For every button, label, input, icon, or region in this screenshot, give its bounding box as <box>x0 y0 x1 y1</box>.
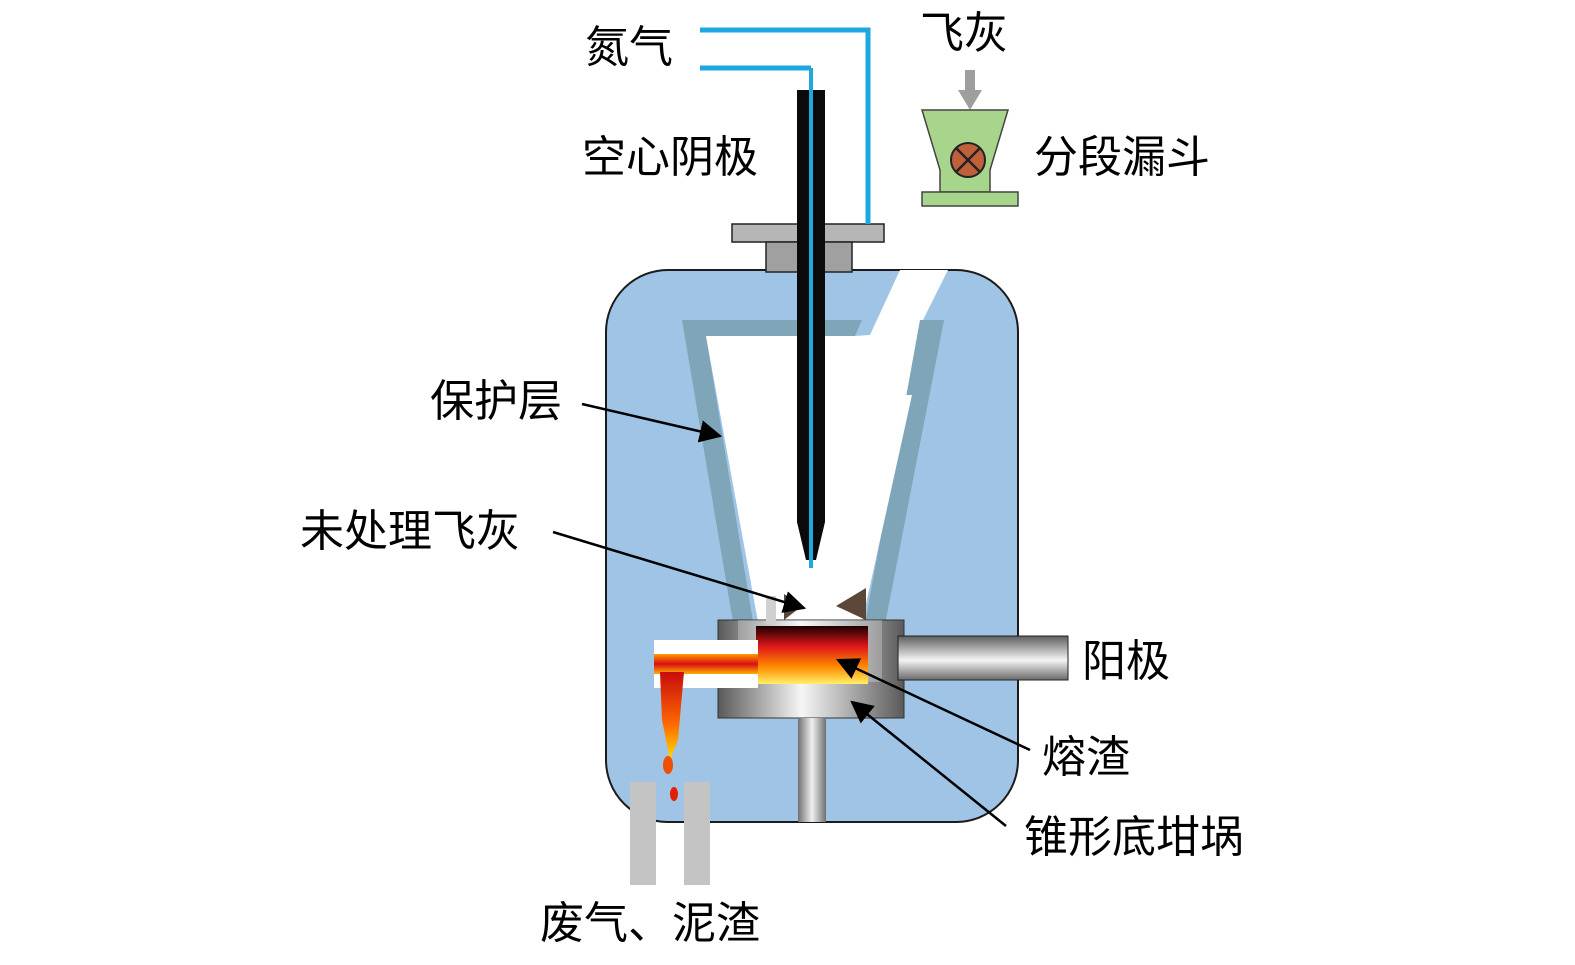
valve-cross-icon <box>950 142 986 178</box>
exhaust-pipe-left <box>630 782 656 885</box>
crucible-pointer <box>850 700 1007 827</box>
protective-layer-pointer <box>581 402 723 443</box>
molten-slag <box>756 626 868 684</box>
label-anode: 阳极 <box>1082 636 1170 687</box>
anode <box>897 635 1069 681</box>
label-exhaust-sludge: 废气、泥渣 <box>540 898 760 949</box>
label-hollow-cathode: 空心阴极 <box>582 132 758 183</box>
label-nitrogen: 氮气 <box>585 22 673 73</box>
label-protective-layer: 保护层 <box>430 376 562 427</box>
protective-layer <box>682 320 862 640</box>
fly-ash-feed-arrow-shaft <box>965 70 975 94</box>
label-segmented-hopper: 分段漏斗 <box>1034 132 1210 183</box>
crucible-support <box>798 718 826 822</box>
untreated-fly-ash-right <box>836 588 866 620</box>
nitrogen-line-upper <box>700 27 871 224</box>
untreated-fly-ash-pointer <box>552 530 807 613</box>
slag-pointer <box>835 658 1031 752</box>
label-slag: 熔渣 <box>1042 732 1130 783</box>
exhaust-pipe-right <box>684 782 710 885</box>
label-conical-crucible: 锥形底坩埚 <box>1024 812 1244 863</box>
down-arrow-icon <box>958 90 982 110</box>
slag-drip <box>660 672 684 760</box>
label-fly-ash: 飞灰 <box>920 8 1008 59</box>
feed-channel <box>870 270 948 395</box>
label-untreated-fly-ash: 未处理飞灰 <box>300 506 520 557</box>
hopper-base <box>921 191 1019 207</box>
